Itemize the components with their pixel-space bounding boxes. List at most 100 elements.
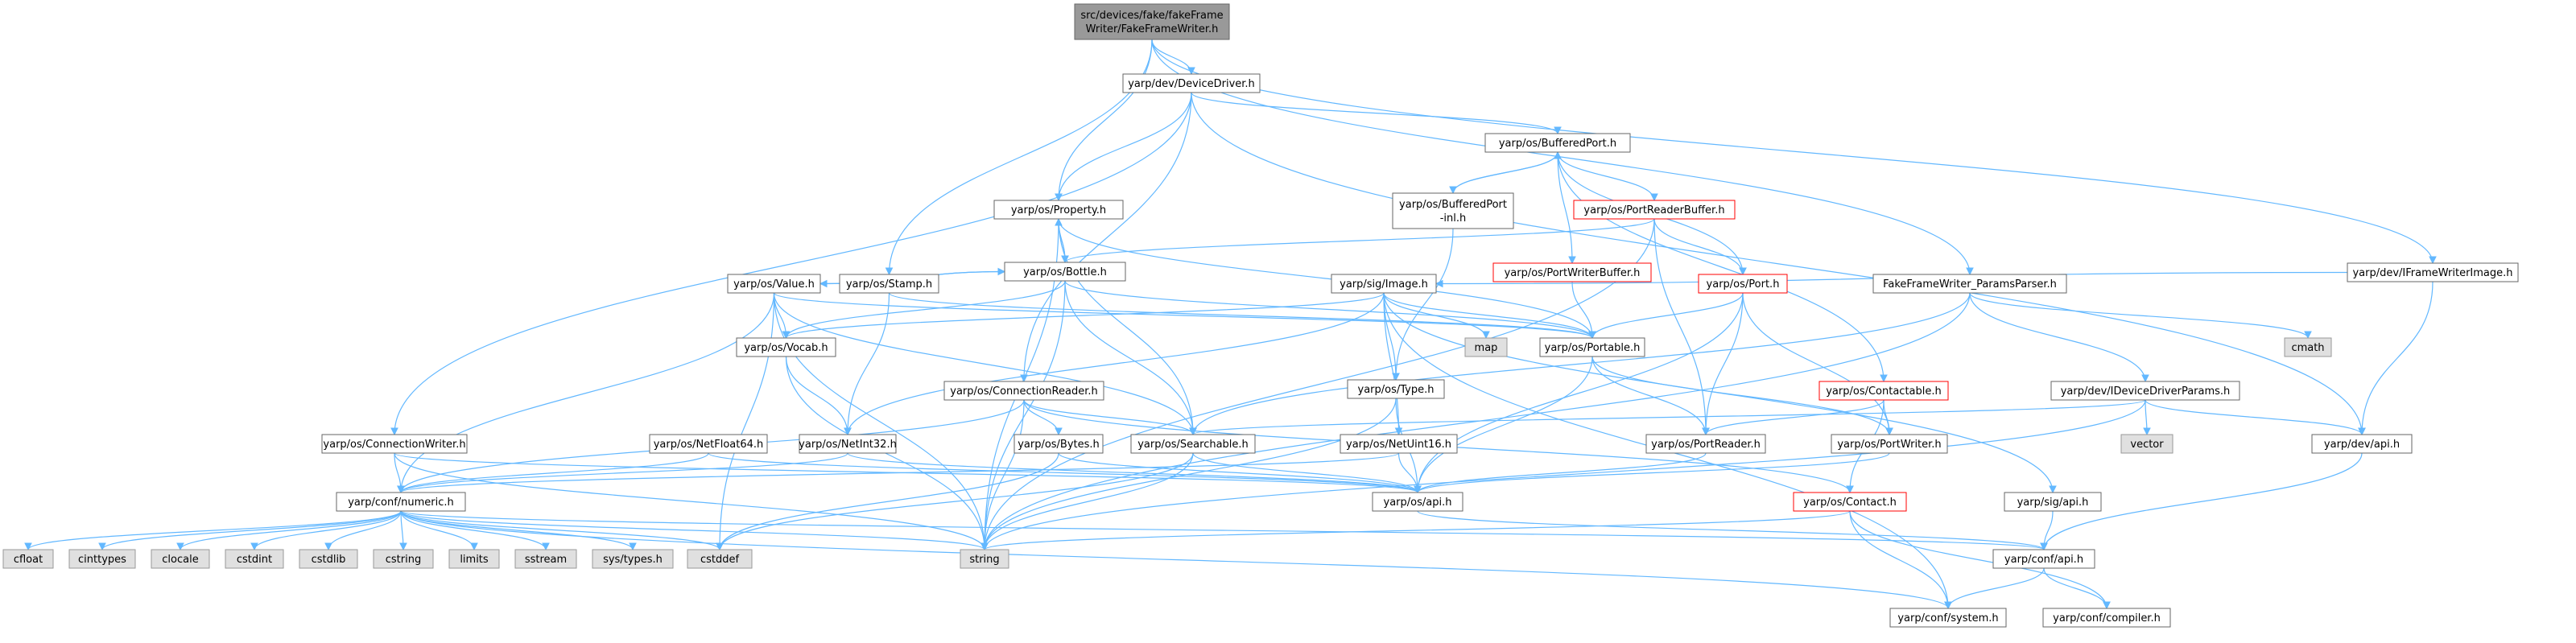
node-label: yarp/os/PortReader.h <box>1651 439 1761 451</box>
node-box <box>1872 274 2067 294</box>
edge-numeric-to-cstring <box>399 510 407 551</box>
node-label: clocale <box>162 554 198 566</box>
node-label: cstdlib <box>312 554 346 566</box>
edge-numeric-to-cstdint <box>250 510 402 551</box>
node-bufferedport[interactable]: yarp/os/BufferedPort.h <box>1484 133 1631 153</box>
node-netuint16[interactable]: yarp/os/NetUint16.h <box>1340 434 1458 454</box>
node-sigapi[interactable]: yarp/sig/api.h <box>2004 492 2102 512</box>
node-cmath[interactable]: cmath <box>2284 337 2332 357</box>
node-connwriter[interactable]: yarp/os/ConnectionWriter.h <box>321 434 468 454</box>
node-portwriter[interactable]: yarp/os/PortWriter.h <box>1831 434 1948 454</box>
node-systypes[interactable]: sys/types.h <box>592 549 674 569</box>
node-property[interactable]: yarp/os/Property.h <box>993 200 1124 220</box>
node-box <box>1484 133 1631 153</box>
node-port[interactable]: yarp/os/Port.h <box>1698 274 1788 294</box>
node-contactable[interactable]: yarp/os/Contactable.h <box>1818 381 1949 401</box>
node-cfloat[interactable]: cfloat <box>2 549 54 569</box>
node-label: yarp/os/NetUint16.h <box>1346 439 1451 451</box>
node-ideviceparams[interactable]: yarp/dev/IDeviceDriverParams.h <box>2050 381 2240 401</box>
node-root[interactable]: src/devices/fake/fakeFrameWriter/FakeFra… <box>1074 3 1230 40</box>
node-value[interactable]: yarp/os/Value.h <box>727 274 821 294</box>
edge-line <box>888 39 1153 275</box>
node-confsystem[interactable]: yarp/conf/system.h <box>1889 608 2007 628</box>
node-netfloat64[interactable]: yarp/os/NetFloat64.h <box>649 434 768 454</box>
edge-arrowhead <box>1055 427 1063 436</box>
edge-osapi-to-confapi <box>1417 510 2048 551</box>
node-type[interactable]: yarp/os/Type.h <box>1347 379 1445 399</box>
edge-arrowhead <box>885 267 894 276</box>
node-label: yarp/os/BufferedPort.h <box>1499 138 1616 150</box>
node-devapi[interactable]: yarp/dev/api.h <box>2311 434 2413 454</box>
node-clocale[interactable]: clocale <box>151 549 210 569</box>
node-label: yarp/conf/compiler.h <box>2053 612 2161 624</box>
node-paramsparser[interactable]: FakeFrameWriter_ParamsParser.h <box>1872 274 2067 294</box>
node-confcompiler[interactable]: yarp/conf/compiler.h <box>2042 608 2171 628</box>
node-iframewriterimage[interactable]: yarp/dev/IFrameWriterImage.h <box>2347 262 2519 282</box>
node-image[interactable]: yarp/sig/Image.h <box>1331 274 1437 294</box>
node-bufferedportinl[interactable]: yarp/os/BufferedPort-inl.h <box>1392 192 1514 229</box>
edge-line <box>1383 292 1593 339</box>
node-label: yarp/os/Type.h <box>1358 384 1435 396</box>
node-numeric[interactable]: yarp/conf/numeric.h <box>336 492 466 512</box>
edge-line <box>1417 510 2045 550</box>
edge-arrowhead <box>782 331 791 340</box>
node-portreaderbuffer[interactable]: yarp/os/PortReaderBuffer.h <box>1573 200 1736 220</box>
node-box <box>1013 434 1104 454</box>
edge-arrowhead <box>98 542 106 551</box>
node-box <box>736 337 836 357</box>
node-confapi[interactable]: yarp/conf/api.h <box>1992 549 2095 569</box>
node-cstdint[interactable]: cstdint <box>225 549 284 569</box>
edge-arrowhead <box>250 542 258 551</box>
edge-line <box>1058 39 1153 201</box>
node-bottle[interactable]: yarp/os/Bottle.h <box>1004 262 1126 282</box>
node-cstddef[interactable]: cstddef <box>687 549 753 569</box>
edge-ideviceparams-to-searchable <box>1189 399 2146 436</box>
node-netint32[interactable]: yarp/os/NetInt32.h <box>799 434 897 454</box>
node-string[interactable]: string <box>960 549 1009 569</box>
edge-line <box>1571 281 1593 339</box>
node-label: yarp/os/ConnectionReader.h <box>950 385 1098 398</box>
edge-line <box>785 280 1066 339</box>
node-osapi[interactable]: yarp/os/api.h <box>1372 492 1463 512</box>
edge-root-to-stamp <box>885 39 1153 276</box>
node-portable[interactable]: yarp/os/Portable.h <box>1539 337 1645 357</box>
node-label: yarp/os/api.h <box>1384 497 1452 509</box>
edge-arrowhead <box>2429 256 2437 265</box>
node-cstdlib[interactable]: cstdlib <box>299 549 358 569</box>
edge-ideviceparams-to-vector <box>2143 399 2151 436</box>
node-box <box>448 549 500 569</box>
node-cstring[interactable]: cstring <box>373 549 434 569</box>
node-box <box>1340 434 1458 454</box>
edge-devicedriver-to-property <box>1055 92 1192 202</box>
edge-arrowhead <box>397 485 405 494</box>
node-contact[interactable]: yarp/os/Contact.h <box>1793 492 1907 512</box>
edge-line <box>1383 292 1400 435</box>
edge-layer <box>24 39 2437 610</box>
edge-root-to-paramsparser <box>1151 39 1974 276</box>
node-connreader[interactable]: yarp/os/ConnectionReader.h <box>943 381 1104 401</box>
node-box <box>299 549 358 569</box>
node-stamp[interactable]: yarp/os/Stamp.h <box>839 274 939 294</box>
node-limits[interactable]: limits <box>448 549 500 569</box>
node-cinttypes[interactable]: cinttypes <box>68 549 136 569</box>
node-devicedriver[interactable]: yarp/dev/DeviceDriver.h <box>1122 73 1261 93</box>
edge-arrowhead <box>1650 193 1658 202</box>
node-sstream[interactable]: sstream <box>514 549 577 569</box>
edge-line <box>400 510 547 550</box>
node-vector[interactable]: vector <box>2120 434 2174 454</box>
node-searchable[interactable]: yarp/os/Searchable.h <box>1130 434 1256 454</box>
node-portwriterbuffer[interactable]: yarp/os/PortWriterBuffer.h <box>1492 262 1652 282</box>
node-map[interactable]: map <box>1464 337 1508 357</box>
node-bytes[interactable]: yarp/os/Bytes.h <box>1013 434 1104 454</box>
edge-line <box>400 452 848 493</box>
edge-line <box>400 510 720 550</box>
edge-numeric-to-limits <box>400 510 478 551</box>
edge-bufferedportinl-to-bufferedport <box>1452 150 1562 194</box>
edge-arrowhead <box>2049 485 2057 494</box>
edge-devicedriver-to-connreader <box>1020 92 1192 383</box>
edge-arrowhead <box>1880 374 1888 383</box>
edge-iframewriterimage-to-devapi <box>2358 281 2434 436</box>
edge-arrowhead <box>24 542 32 551</box>
node-portreader[interactable]: yarp/os/PortReader.h <box>1645 434 1766 454</box>
node-vocab[interactable]: yarp/os/Vocab.h <box>736 337 836 357</box>
